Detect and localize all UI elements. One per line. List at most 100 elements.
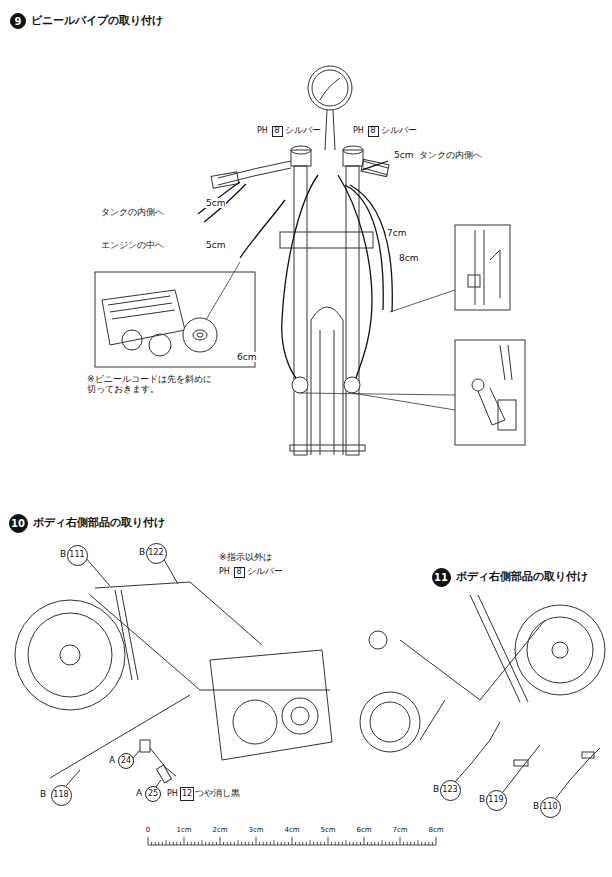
detail-insets-part (478, 388, 505, 425)
part-number: 111 (69, 551, 84, 560)
part-number: 25 (148, 790, 158, 799)
step-number: 11 (434, 572, 448, 583)
vinyl-pipe-wires (198, 161, 392, 378)
step-heading: ボディ右側部品の取り付け (456, 571, 588, 583)
step-number: 11ボディ右側部品の取り付け (432, 568, 451, 587)
front-fork-drawing-part (291, 150, 311, 166)
paint-number: 8 (274, 127, 279, 136)
length: 6cm (236, 352, 257, 362)
paint-number: 8 (236, 568, 241, 577)
scale-mark: 6cm (355, 826, 372, 834)
paint-code: PH (218, 567, 231, 576)
part-tree-letter: A (108, 755, 116, 765)
paint-code: PH (352, 126, 365, 135)
part-number: 119 (488, 796, 503, 805)
right-side-drawing-11-part (360, 692, 420, 752)
detail-insets-part (490, 250, 500, 298)
detail-insets-part (149, 334, 171, 356)
number-circle (146, 787, 161, 802)
length: 5cm (205, 240, 226, 250)
number-circle (119, 754, 134, 769)
front-fork-drawing (211, 66, 389, 455)
paint-box (368, 126, 378, 136)
scale-mark: 7cm (391, 826, 408, 834)
part-number: 118 (51, 785, 72, 806)
right-side-drawing-11 (360, 595, 605, 798)
right-side-drawing-11-part (582, 752, 594, 758)
right-side-drawing-10-part (15, 600, 125, 710)
right-side-drawing-10-part (157, 765, 172, 783)
front-fork-drawing-part (320, 330, 334, 455)
step-number: 10ボディ右側部品の取り付け (9, 514, 28, 533)
right-side-drawing-11-part (370, 702, 410, 742)
paint-number: 8 (368, 126, 379, 137)
right-side-drawing-10 (15, 557, 332, 787)
note: ※ビニールコードは先を斜めに 切っておきます。 (86, 374, 248, 395)
part-tree-letter: B (532, 801, 540, 811)
paint-number: 8 (234, 567, 245, 578)
right-side-drawing-10-part (28, 613, 112, 697)
paint-number: 12 (180, 787, 194, 801)
number-circle (146, 543, 166, 563)
vinyl-pipe-wires-part (362, 161, 388, 170)
right-side-drawing-10-part (156, 780, 161, 787)
front-fork-drawing-part (294, 166, 307, 455)
scale-ruler (148, 837, 436, 845)
part-tree-letter: B (39, 789, 47, 799)
part-number: 110 (540, 797, 561, 818)
detail-insets-part (468, 275, 480, 287)
length: 8cm (398, 253, 419, 263)
detail-insets-part (193, 330, 207, 340)
right-side-drawing-11-part (515, 605, 605, 695)
front-fork-drawing-part (312, 70, 348, 106)
detail-insets-part (102, 290, 185, 345)
detail-insets-part (108, 296, 175, 319)
vinyl-pipe-wires-part (282, 175, 318, 378)
part-number: 118 (53, 791, 68, 800)
part-number: 25 (145, 786, 161, 802)
front-fork-drawing-part (344, 377, 360, 393)
leader-lines-part (390, 290, 455, 312)
detail-insets-part (475, 230, 484, 305)
detail-insets-part (183, 318, 217, 352)
front-fork-drawing-part (292, 377, 308, 393)
vinyl-pipe-wires-part (350, 185, 392, 312)
scale-mark: 0 (145, 826, 151, 834)
number-circle (9, 514, 27, 532)
step-number: 9ビニールパイプの取り付け (10, 13, 26, 29)
paint-number: 8 (370, 127, 375, 136)
number-circle (432, 568, 450, 586)
length: 5cm (205, 198, 226, 208)
right-side-drawing-11-part (514, 760, 528, 766)
right-side-drawing-10-part (210, 650, 332, 760)
detail-insets-part (122, 330, 142, 350)
number-circle (51, 785, 71, 805)
paint-color: つや消し黒 (194, 788, 241, 798)
paint-color: シルバー (380, 125, 418, 135)
right-side-drawing-10-part (115, 590, 138, 680)
instruction: タンクの内側へ (418, 150, 483, 160)
right-side-drawing-10-part (50, 695, 190, 778)
front-fork-drawing-part (361, 159, 389, 176)
part-tree-letter: B (138, 547, 146, 557)
paint-color: シルバー (284, 125, 322, 135)
instruction: エンジンの中へ (100, 240, 165, 250)
paint-code: PH (256, 126, 269, 135)
vinyl-pipe-wires-part (240, 200, 285, 258)
right-side-drawing-11-part (503, 745, 540, 792)
right-side-drawing-10-part (291, 707, 309, 725)
scale-mark: 3cm (247, 826, 264, 834)
length: 7cm (386, 228, 407, 238)
part-number: 111 (67, 545, 88, 566)
right-side-drawing-10-part (90, 595, 330, 690)
right-side-drawing-11-part (527, 617, 593, 683)
number-circle (67, 545, 87, 565)
right-side-drawing-11-part (552, 642, 568, 658)
note: ※指示以外は (218, 552, 273, 562)
leader-lines-part (352, 393, 455, 410)
vinyl-pipe-wires-part (204, 184, 246, 222)
part-number: 24 (118, 753, 134, 769)
right-side-drawing-10-part (282, 698, 318, 734)
detail-insets-part (498, 400, 516, 430)
